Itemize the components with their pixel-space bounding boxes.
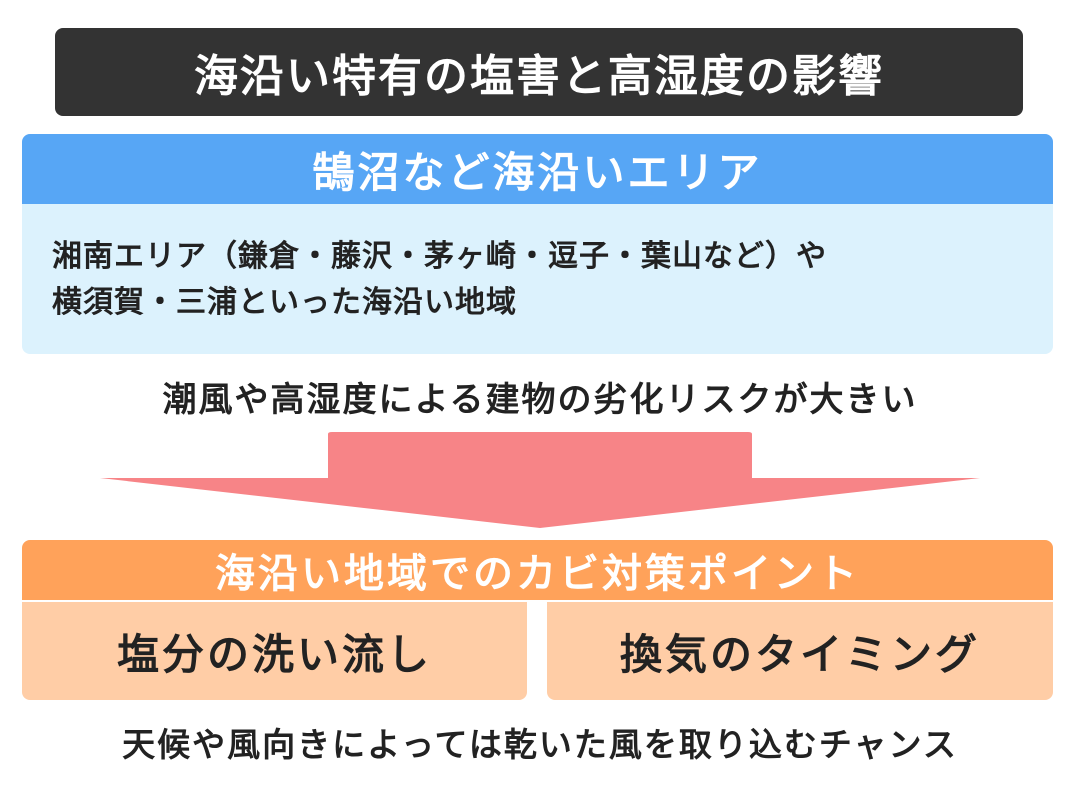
area-line-1: 湘南エリア（鎌倉・藤沢・茅ヶ崎・逗子・葉山など）や [52,239,827,274]
diagram-title: 海沿い特有の塩害と高湿度の影響 [194,51,884,102]
area-header: 鵠沼など海沿いエリア [22,134,1053,204]
area-body: 湘南エリア（鎌倉・藤沢・茅ヶ崎・逗子・葉山など）や 横須賀・三浦といった海沿い地… [22,204,1053,326]
title-bar: 海沿い特有の塩害と高湿度の影響 [55,28,1023,116]
area-card: 鵠沼など海沿いエリア 湘南エリア（鎌倉・藤沢・茅ヶ崎・逗子・葉山など）や 横須賀… [22,134,1053,354]
point-box-ventilation: 換気のタイミング [547,602,1053,700]
area-line-2: 横須賀・三浦といった海沿い地域 [52,285,517,320]
point-label-salt: 塩分の洗い流し [116,629,432,679]
point-box-salt: 塩分の洗い流し [22,602,527,700]
chance-statement: 天候や風向きによっては乾いた風を取り込むチャンス [122,725,958,764]
points-header: 海沿い地域でのカビ対策ポイント [22,540,1053,600]
point-label-ventilation: 換気のタイミング [619,629,980,679]
area-header-text: 鵠沼など海沿いエリア [312,147,763,197]
down-arrow-icon [100,432,980,528]
points-header-text: 海沿い地域でのカビ対策ポイント [215,551,860,597]
risk-statement: 潮風や高湿度による建物の劣化リスクが大きい [162,380,918,420]
